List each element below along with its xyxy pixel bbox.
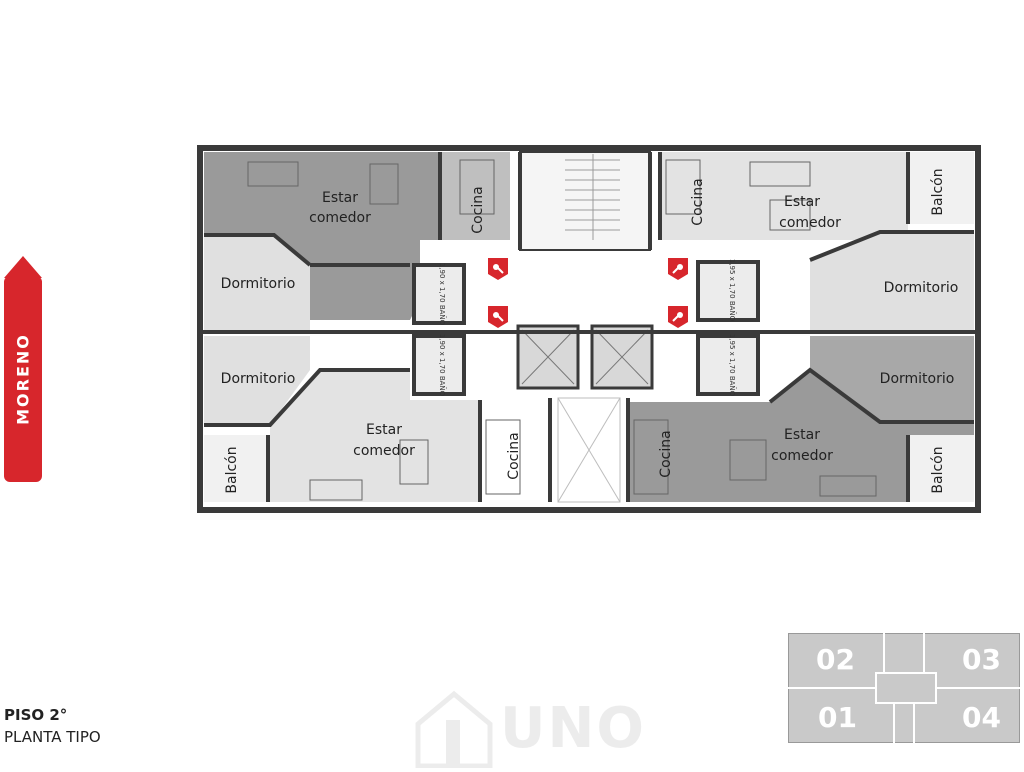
room-label: Estar bbox=[784, 194, 820, 210]
watermark-text: UNO bbox=[500, 696, 646, 761]
key-marker-icon bbox=[488, 258, 508, 280]
light-well bbox=[557, 397, 621, 503]
keyplan-unit-02: 02 bbox=[816, 643, 855, 676]
keyplan-unit-01: 01 bbox=[818, 701, 857, 734]
room-label: Dormitorio bbox=[221, 371, 296, 387]
room-label: Balcón bbox=[930, 446, 946, 493]
room-label: comedor bbox=[779, 215, 841, 231]
room-label: Dormitorio bbox=[884, 280, 959, 296]
room-label: Estar bbox=[784, 427, 820, 443]
furniture bbox=[247, 159, 877, 501]
floor-plan: Estar comedor Cocina Dormitorio Estar co… bbox=[197, 145, 981, 513]
watermark-logo: UNO bbox=[414, 690, 644, 769]
interior-walls bbox=[200, 152, 978, 502]
elevators bbox=[521, 329, 649, 385]
street-tab: MORENO bbox=[4, 256, 42, 482]
unit-keyplan: 02 03 01 04 bbox=[788, 633, 1020, 743]
unit-top-left bbox=[204, 152, 510, 330]
keyplan-unit-03: 03 bbox=[962, 643, 1001, 676]
room-label: Cocina bbox=[506, 432, 522, 479]
bath-label: 1,95 x 1,70 BAÑO bbox=[728, 334, 737, 397]
keyplan-shape bbox=[788, 633, 1020, 743]
bath-label: 1,90 x 1,70 BAÑO bbox=[438, 334, 447, 397]
key-marker-icon bbox=[668, 306, 688, 328]
arrow-up-icon bbox=[4, 256, 42, 278]
room-label: comedor bbox=[771, 448, 833, 464]
room-label: Dormitorio bbox=[880, 371, 955, 387]
room-label: Estar bbox=[322, 190, 358, 206]
house-logo-icon bbox=[415, 690, 493, 769]
unit-top-right bbox=[660, 152, 974, 330]
unit-bottom-right bbox=[630, 336, 974, 502]
room-label: comedor bbox=[309, 210, 371, 226]
bath-label: 1,95 x 1,70 BAÑO bbox=[728, 259, 737, 322]
room-label: Cocina bbox=[690, 178, 706, 225]
key-marker-icon bbox=[668, 258, 688, 280]
street-label: MORENO bbox=[13, 333, 33, 425]
keyplan-unit-04: 04 bbox=[962, 701, 1001, 734]
key-marker-icon bbox=[488, 306, 508, 328]
room-label: Cocina bbox=[658, 430, 674, 477]
bath-label: 1,90 x 1,70 BAÑO bbox=[438, 263, 447, 326]
room-label: comedor bbox=[353, 443, 415, 459]
floor-subtitle: PLANTA TIPO bbox=[4, 728, 101, 746]
stairs bbox=[565, 154, 620, 240]
room-label: Cocina bbox=[470, 186, 486, 233]
room-label: Dormitorio bbox=[221, 276, 296, 292]
room-label: Balcón bbox=[930, 168, 946, 215]
floor-title: PISO 2° bbox=[4, 706, 68, 724]
room-label: Balcón bbox=[224, 446, 240, 493]
room-label: Estar bbox=[366, 422, 402, 438]
